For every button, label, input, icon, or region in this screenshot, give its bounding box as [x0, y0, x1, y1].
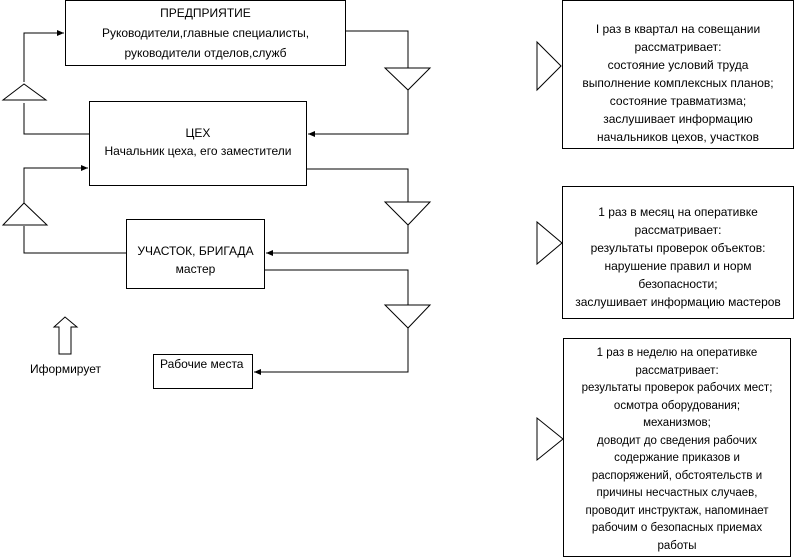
description-line: 1 раз в неделю на оперативке	[596, 347, 758, 359]
description-line: I раз в квартал на совещании	[595, 22, 761, 36]
description-line: рассматривает:	[635, 364, 719, 377]
enterprise-line: руководители отделов,служб	[124, 46, 287, 60]
control-triangle-down	[383, 201, 432, 226]
section-title: УЧАСТОК, БРИГАДА	[137, 244, 254, 258]
workshop-box: ЦЕХ Начальник цеха, его заместители	[89, 101, 307, 186]
workplaces-title: Рабочие места	[160, 357, 244, 371]
description-line: результаты проверок объектов:	[590, 241, 766, 255]
control-line-section-to-workplaces	[254, 269, 409, 372]
description-line: содержание приказов и	[614, 452, 740, 464]
description-line: работы	[657, 539, 697, 552]
quarterly-description-box: I раз в квартал на совещании рассматрива…	[562, 0, 794, 149]
description-line: рассматривает:	[634, 40, 722, 54]
description-line: распоряжений, обстоятельств и	[591, 469, 763, 482]
description-line: состояние травматизма;	[609, 94, 747, 108]
description-line: проводит инструктаж, напоминает	[585, 504, 769, 517]
pointer-triangle-right	[536, 220, 563, 266]
description-line: заслушивает информацию мастеров	[575, 295, 781, 309]
monthly-description-box: 1 раз в месяц на оперативке рассматривае…	[562, 186, 794, 319]
inform-triangle-up	[1, 83, 48, 101]
description-line: заслушивает информацию	[603, 112, 753, 126]
workshop-title: ЦЕХ	[185, 126, 211, 140]
workshop-line: Начальник цеха, его заместители	[104, 144, 292, 158]
description-line: механизмов;	[643, 417, 711, 429]
enterprise-box: ПРЕДПРИЯТИЕ Руководители,главные специал…	[65, 0, 346, 66]
description-line: осмотра оборудования;	[613, 399, 741, 412]
section-line: мастер	[175, 262, 216, 276]
enterprise-line: Руководители,главные специалисты,	[101, 26, 310, 40]
description-line: безопасности;	[638, 277, 718, 291]
control-triangle-down	[383, 304, 432, 329]
inform-arrow-icon	[52, 316, 79, 355]
description-line: 1 раз в месяц на оперативке	[598, 205, 758, 219]
section-box: УЧАСТОК, БРИГАДА мастер	[126, 219, 265, 289]
enterprise-title: ПРЕДПРИЯТИЕ	[160, 6, 251, 20]
description-line: доводит до сведения рабочих	[597, 434, 757, 447]
pointer-triangle-right	[536, 40, 562, 92]
description-line: выполнение комплексных планов;	[582, 76, 774, 90]
pointer-triangle-right	[536, 416, 564, 462]
description-line: нарушение правил и норм	[604, 259, 752, 273]
description-line: состояние условий труда	[607, 58, 749, 72]
description-line: начальников цехов, участков	[597, 130, 759, 144]
inform-triangle-up	[1, 202, 49, 226]
control-line-enterprise-to-workshop	[308, 30, 409, 134]
control-line-workshop-to-section	[266, 168, 409, 253]
workplaces-box: Рабочие места	[153, 354, 253, 389]
description-line: результаты проверок рабочих мест;	[581, 382, 773, 394]
legend-label: Иформирует	[30, 362, 101, 376]
description-line: рассматривает:	[634, 223, 722, 237]
inform-line-workshop-to-enterprise	[23, 33, 89, 135]
weekly-description-box: 1 раз в неделю на оперативке рассматрива…	[563, 338, 791, 557]
control-triangle-down	[383, 67, 432, 91]
inform-line-section-to-workshop	[23, 168, 126, 254]
description-line: рабочим о безопасных приемах	[591, 522, 763, 534]
description-line: причины несчастных случаев,	[596, 487, 758, 499]
